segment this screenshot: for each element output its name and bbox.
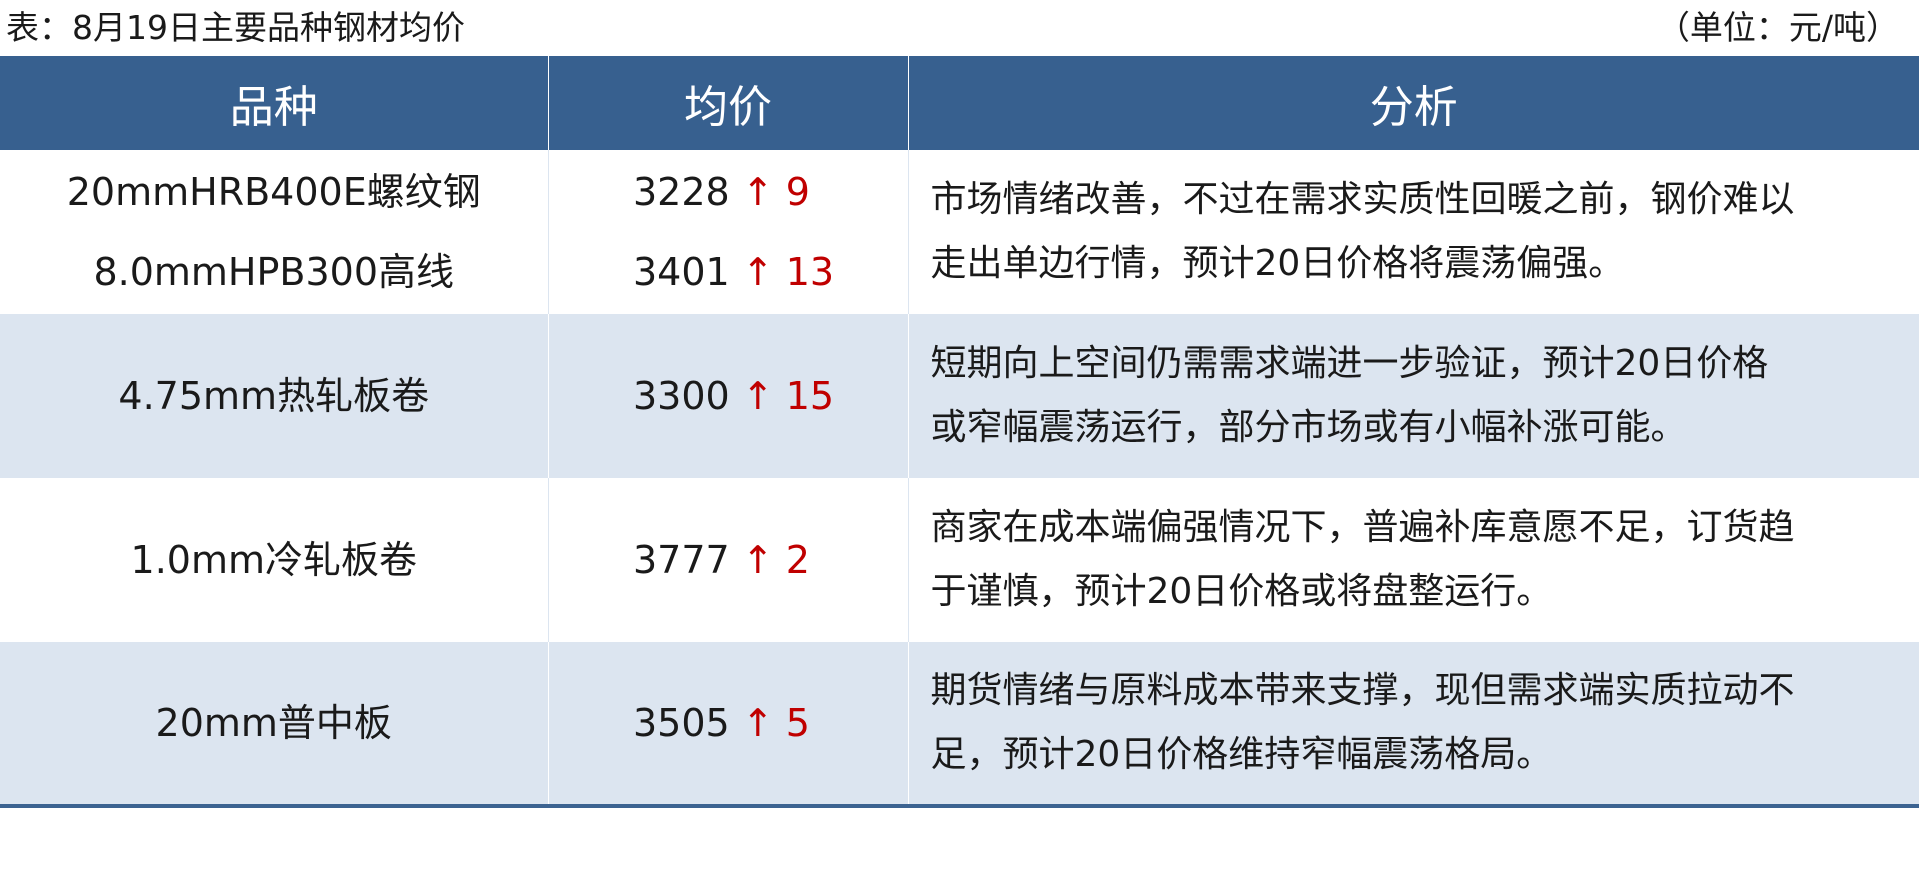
price-cell: 3228 ↑ 9 3401 ↑ 13 <box>547 150 908 314</box>
table-row: 4.75mm热轧板卷 3300 ↑ 15 短期向上空间仍需需求端进一步验证，预计… <box>0 314 1919 478</box>
analysis-text: 商家在成本端偏强情况下，普遍补库意愿不足，订货趋 <box>930 507 1795 548</box>
analysis-text: 足，预计20日价格维持窄幅震荡格局。 <box>930 734 1553 775</box>
steel-price-table: 品种 均价 分析 20mmHRB400E螺纹钢 8.0mmHPB300高线 32… <box>0 56 1919 808</box>
price-change: 2 <box>785 538 810 582</box>
table-row: 20mm普中板 3505 ↑ 5 期货情绪与原料成本带来支撑，现但需求端实质拉动… <box>0 642 1919 806</box>
analysis-text: 短期向上空间仍需需求端进一步验证，预计20日价格 <box>930 343 1769 384</box>
analysis-cell: 市场情绪改善，不过在需求实质性回暖之前，钢价难以 走出单边行情，预计20日价格将… <box>907 150 1919 314</box>
price-value: 3401 <box>633 250 730 294</box>
analysis-text: 或窄幅震荡运行，部分市场或有小幅补涨可能。 <box>930 407 1687 448</box>
product-name: 20mmHRB400E螺纹钢 <box>66 170 481 214</box>
up-arrow-icon: ↑ <box>741 250 774 294</box>
product-cell: 20mm普中板 <box>0 642 548 806</box>
price-line: 3777 ↑ 2 <box>549 535 908 585</box>
header-row: 品种 均价 分析 <box>0 56 1919 150</box>
product-cell: 4.75mm热轧板卷 <box>0 314 548 478</box>
price-value: 3777 <box>633 538 730 582</box>
price-cell: 3300 ↑ 15 <box>547 314 908 478</box>
table-title: 表：8月19日主要品种钢材均价 <box>6 8 465 47</box>
price-value: 3300 <box>633 374 730 418</box>
header-price: 均价 <box>547 56 908 150</box>
product-cell: 1.0mm冷轧板卷 <box>0 478 548 642</box>
analysis-text: 市场情绪改善，不过在需求实质性回暖之前，钢价难以 <box>930 179 1795 220</box>
price-cell: 3505 ↑ 5 <box>547 642 908 806</box>
price-change: 9 <box>785 170 810 214</box>
price-value: 3228 <box>633 170 730 214</box>
unit-note: （单位：元/吨） <box>1656 8 1899 47</box>
up-arrow-icon: ↑ <box>741 170 774 214</box>
table-caption: 表：8月19日主要品种钢材均价 （单位：元/吨） <box>0 0 1919 56</box>
analysis-text: 期货情绪与原料成本带来支撑，现但需求端实质拉动不 <box>930 670 1795 711</box>
price-line: 3228 ↑ 9 <box>549 152 908 232</box>
analysis-text: 走出单边行情，预计20日价格将震荡偏强。 <box>930 243 1625 284</box>
analysis-cell: 期货情绪与原料成本带来支撑，现但需求端实质拉动不 足，预计20日价格维持窄幅震荡… <box>907 642 1919 806</box>
price-line: 3401 ↑ 13 <box>549 232 908 312</box>
table-row: 20mmHRB400E螺纹钢 8.0mmHPB300高线 3228 ↑ 9 34… <box>0 150 1919 314</box>
analysis-cell: 短期向上空间仍需需求端进一步验证，预计20日价格 或窄幅震荡运行，部分市场或有小… <box>907 314 1919 478</box>
up-arrow-icon: ↑ <box>741 701 774 745</box>
table-row: 1.0mm冷轧板卷 3777 ↑ 2 商家在成本端偏强情况下，普遍补库意愿不足，… <box>0 478 1919 642</box>
product-name: 20mm普中板 <box>155 701 392 745</box>
price-change: 5 <box>785 701 810 745</box>
product-name: 4.75mm热轧板卷 <box>118 374 430 418</box>
price-change: 13 <box>785 250 835 294</box>
price-value: 3505 <box>633 701 730 745</box>
product-name: 8.0mmHPB300高线 <box>93 250 455 294</box>
price-line: 3300 ↑ 15 <box>549 371 908 421</box>
price-change: 15 <box>785 374 835 418</box>
product-name: 1.0mm冷轧板卷 <box>130 538 417 582</box>
up-arrow-icon: ↑ <box>741 538 774 582</box>
price-line: 3505 ↑ 5 <box>549 698 908 748</box>
analysis-text: 于谨慎，预计20日价格或将盘整运行。 <box>930 571 1553 612</box>
up-arrow-icon: ↑ <box>741 374 774 418</box>
price-cell: 3777 ↑ 2 <box>547 478 908 642</box>
header-analysis: 分析 <box>907 56 1919 150</box>
analysis-cell: 商家在成本端偏强情况下，普遍补库意愿不足，订货趋 于谨慎，预计20日价格或将盘整… <box>907 478 1919 642</box>
header-product: 品种 <box>0 56 548 150</box>
product-cell: 20mmHRB400E螺纹钢 8.0mmHPB300高线 <box>0 150 548 314</box>
